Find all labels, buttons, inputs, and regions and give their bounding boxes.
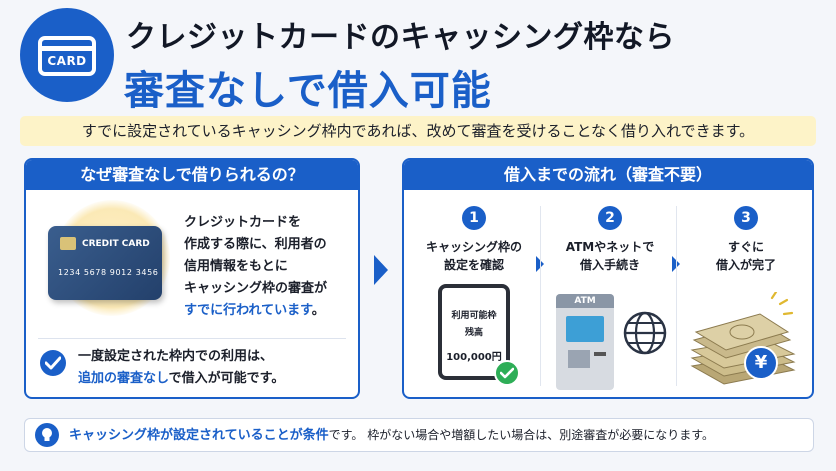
money-icon bbox=[690, 290, 802, 392]
reason-text: クレジットカードを 作成する際に、利用者の 信用情報をもとに キャッシング枠の審… bbox=[184, 212, 358, 322]
card-logo-badge: CARD bbox=[20, 8, 114, 102]
flow-step-3: 3 すぐに 借入が完了 ¥ bbox=[682, 200, 810, 392]
reason-line: キャッシング枠の審査が bbox=[184, 281, 328, 296]
lightbulb-icon bbox=[35, 423, 59, 447]
reason-tail: 。 bbox=[311, 303, 325, 318]
reason-panel-heading: なぜ審査なしで借りられるの？ bbox=[26, 160, 358, 190]
card-brand-text: CREDIT CARD bbox=[82, 239, 150, 249]
step-number-badge: 1 bbox=[462, 206, 486, 230]
step-number-badge: 3 bbox=[734, 206, 758, 230]
check-icon bbox=[40, 350, 66, 376]
note-tail: で借入が可能です。 bbox=[168, 371, 285, 386]
flow-panel-heading: 借入までの流れ（審査不要） bbox=[404, 160, 812, 190]
step-label-line: 借入手続き bbox=[579, 258, 640, 272]
check-icon bbox=[494, 360, 520, 386]
reason-panel: なぜ審査なしで借りられるの？ CREDIT CARD 1234 5678 901… bbox=[24, 158, 360, 399]
reason-line: クレジットカードを bbox=[184, 215, 302, 230]
flow-panel: 借入までの流れ（審査不要） 1 キャッシング枠の 設定を確認 利用可能枠 残高 … bbox=[402, 158, 814, 399]
step-number-badge: 2 bbox=[598, 206, 622, 230]
card-chip-icon bbox=[60, 237, 76, 250]
card-number-text: 1234 5678 9012 3456 bbox=[58, 268, 159, 277]
card-logo-text: CARD bbox=[47, 54, 87, 68]
step-label-line: すぐに bbox=[727, 240, 764, 254]
title-line-2: 審査なしで借入可能 bbox=[124, 68, 492, 114]
atm-icon: ATM bbox=[556, 294, 614, 390]
step-label-line: 借入が完了 bbox=[715, 258, 776, 272]
reason-emphasis: すでに行われています bbox=[184, 303, 312, 318]
reason-line: 作成する際に、利用者の bbox=[184, 237, 327, 252]
divider bbox=[540, 206, 541, 386]
phone-screen-line: 残高 bbox=[464, 328, 483, 338]
step-label-line: キャッシング枠の bbox=[425, 240, 522, 254]
note-line-1: 一度設定された枠内での利用は、 bbox=[78, 349, 274, 364]
step-label-line: 設定を確認 bbox=[443, 258, 504, 272]
phone-screen-amount: 100,000円 bbox=[446, 352, 502, 363]
credit-card-illustration: CREDIT CARD 1234 5678 9012 3456 bbox=[48, 226, 162, 300]
divider bbox=[38, 338, 346, 339]
atm-label: ATM bbox=[556, 294, 614, 308]
divider bbox=[676, 206, 677, 386]
step-label-line: ATMやネットで bbox=[565, 240, 655, 254]
reason-line: 信用情報をもとに bbox=[184, 259, 288, 274]
footer-tail: です。 枠がない場合や増額したい場合は、別途審査が必要になります。 bbox=[328, 428, 715, 442]
condition-footer: キャッシング枠が設定されていることが条件です。 枠がない場合や増額したい場合は、… bbox=[24, 418, 814, 452]
note-emphasis: 追加の審査なし bbox=[78, 371, 169, 386]
flow-step-1: 1 キャッシング枠の 設定を確認 利用可能枠 残高 100,000円 bbox=[410, 200, 538, 392]
note-text: 一度設定された枠内での利用は、 追加の審査なしで借入が可能です。 bbox=[78, 346, 358, 390]
globe-icon bbox=[622, 310, 668, 360]
phone-screen-line: 利用可能枠 bbox=[451, 311, 497, 321]
arrow-right-icon bbox=[374, 255, 388, 285]
footer-text: キャッシング枠が設定されていることが条件です。 枠がない場合や増額したい場合は、… bbox=[69, 419, 714, 451]
step-label: すぐに 借入が完了 bbox=[682, 238, 810, 274]
yen-icon: ¥ bbox=[744, 346, 778, 380]
footer-emphasis: キャッシング枠が設定されていることが条件 bbox=[69, 428, 329, 443]
card-icon: CARD bbox=[38, 36, 96, 76]
flow-step-2: 2 ATMやネットで 借入手続き ATM bbox=[546, 200, 674, 392]
step-label: キャッシング枠の 設定を確認 bbox=[410, 238, 538, 274]
step-label: ATMやネットで 借入手続き bbox=[546, 238, 674, 274]
title-line-1: クレジットカードのキャッシング枠なら bbox=[126, 20, 675, 55]
summary-band: すでに設定されているキャッシング枠内であれば、改めて審査を受けることなく借り入れ… bbox=[20, 116, 816, 146]
phone-icon: 利用可能枠 残高 100,000円 bbox=[438, 284, 510, 380]
phone-screen: 利用可能枠 残高 100,000円 bbox=[442, 288, 506, 376]
